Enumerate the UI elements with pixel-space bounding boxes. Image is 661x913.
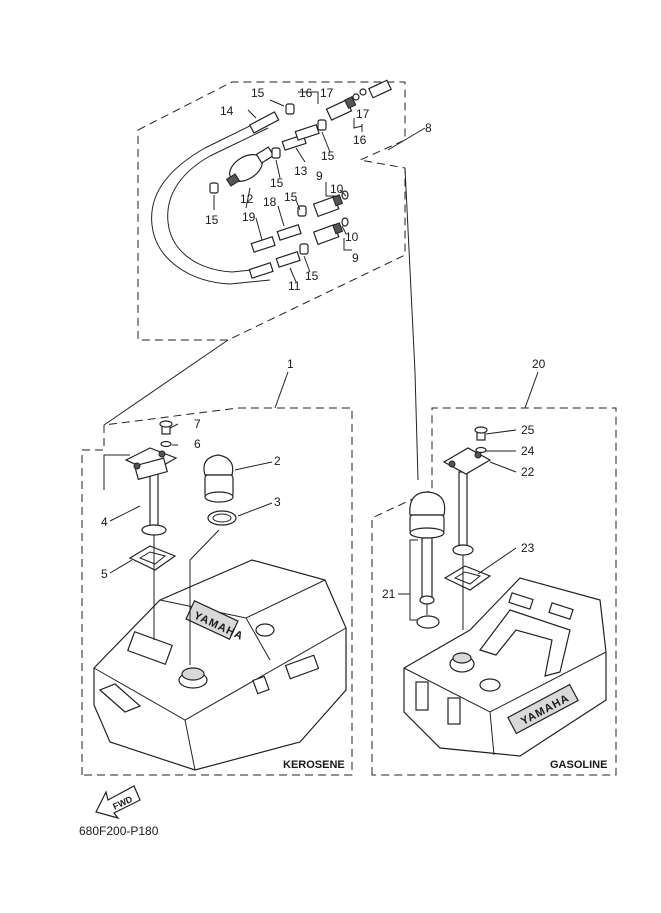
gasoline-tank: YAMAHA: [403, 577, 607, 757]
cap-seal: [416, 615, 440, 629]
label-22: 22: [521, 465, 535, 479]
label-8: 8: [425, 121, 432, 135]
label-12: 12: [240, 192, 254, 206]
gasket: [443, 565, 492, 591]
gasoline-label: GASOLINE: [550, 759, 607, 771]
primer-bulb: [225, 146, 275, 187]
label-15: 15: [305, 269, 319, 283]
label-15: 15: [270, 176, 284, 190]
label-19: 19: [242, 210, 256, 224]
clamp: [297, 205, 307, 217]
clamp: [209, 182, 219, 194]
label-6: 6: [194, 437, 201, 451]
gasoline-pickup-tube: [442, 447, 492, 556]
label-17: 17: [356, 107, 370, 121]
gasoline-cap-with-gauge: [409, 491, 446, 605]
label-7: 7: [194, 417, 201, 431]
label-15: 15: [205, 213, 219, 227]
tank-connector-upper: [312, 190, 349, 218]
label-15: 15: [321, 149, 335, 163]
label-10: 10: [345, 230, 359, 244]
label-21: 21: [382, 587, 396, 601]
kerosene-tank-group: YAMAHA: [81, 339, 353, 776]
label-9: 9: [316, 169, 323, 183]
clamp: [271, 147, 281, 159]
label-5: 5: [101, 567, 108, 581]
clamp: [299, 243, 309, 255]
label-16: 16: [353, 133, 367, 147]
kerosene-label: KEROSENE: [283, 759, 345, 771]
label-4: 4: [101, 515, 108, 529]
label-15: 15: [284, 190, 298, 204]
label-20: 20: [532, 357, 546, 371]
label-24: 24: [521, 444, 535, 458]
engine-connector: [325, 79, 392, 121]
gasoline-tank-group: YAMAHA: [371, 371, 617, 776]
fuel-hose-assembly: [137, 79, 426, 481]
label-11: 11: [288, 279, 301, 293]
gasket: [128, 545, 177, 571]
label-13: 13: [294, 164, 308, 178]
fwd-arrow-icon: FWD: [95, 785, 141, 820]
clamp: [285, 103, 295, 115]
label-14: 14: [220, 104, 234, 118]
tank-connector-lower: [312, 217, 349, 246]
pickup-tube: [124, 447, 178, 536]
label-15: 15: [251, 86, 265, 100]
clamp: [317, 119, 327, 131]
label-9: 9: [352, 251, 359, 265]
washer: [160, 440, 172, 448]
kerosene-tank: YAMAHA: [93, 559, 347, 771]
figure-code: 680F200-P180: [79, 824, 159, 838]
label-17: 17: [320, 86, 334, 100]
label-10: 10: [330, 182, 344, 196]
label-18: 18: [263, 195, 277, 209]
washer: [475, 446, 487, 454]
label-25: 25: [521, 423, 535, 437]
label-1: 1: [287, 357, 294, 371]
fuel-cap: [203, 454, 234, 503]
label-2: 2: [274, 454, 281, 468]
label-3: 3: [274, 495, 281, 509]
cap-seal: [207, 510, 237, 526]
label-23: 23: [521, 541, 535, 555]
label-16: 16: [299, 86, 313, 100]
